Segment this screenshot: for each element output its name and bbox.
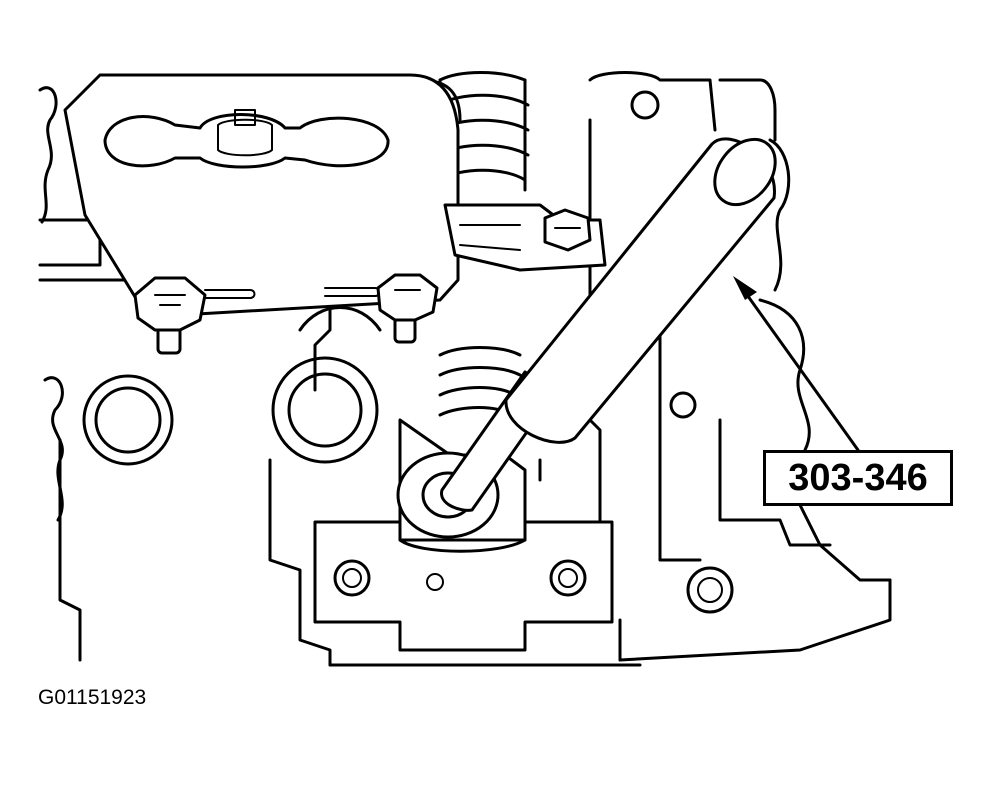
- callout-leader-arrow: [733, 276, 860, 452]
- bracket-plate: [63, 73, 460, 317]
- port-left: [82, 374, 174, 466]
- bearing-cap: [313, 520, 614, 652]
- casting-holes: [630, 90, 734, 614]
- tool-callout-label: 303-346: [763, 450, 953, 506]
- bracket-nut-right: [376, 273, 439, 344]
- special-tool-rod: [440, 137, 777, 512]
- rocker-bolt: [543, 208, 592, 252]
- figure-id: G01151923: [38, 686, 147, 709]
- port-center: [271, 356, 379, 464]
- bracket-nut-left: [133, 276, 207, 355]
